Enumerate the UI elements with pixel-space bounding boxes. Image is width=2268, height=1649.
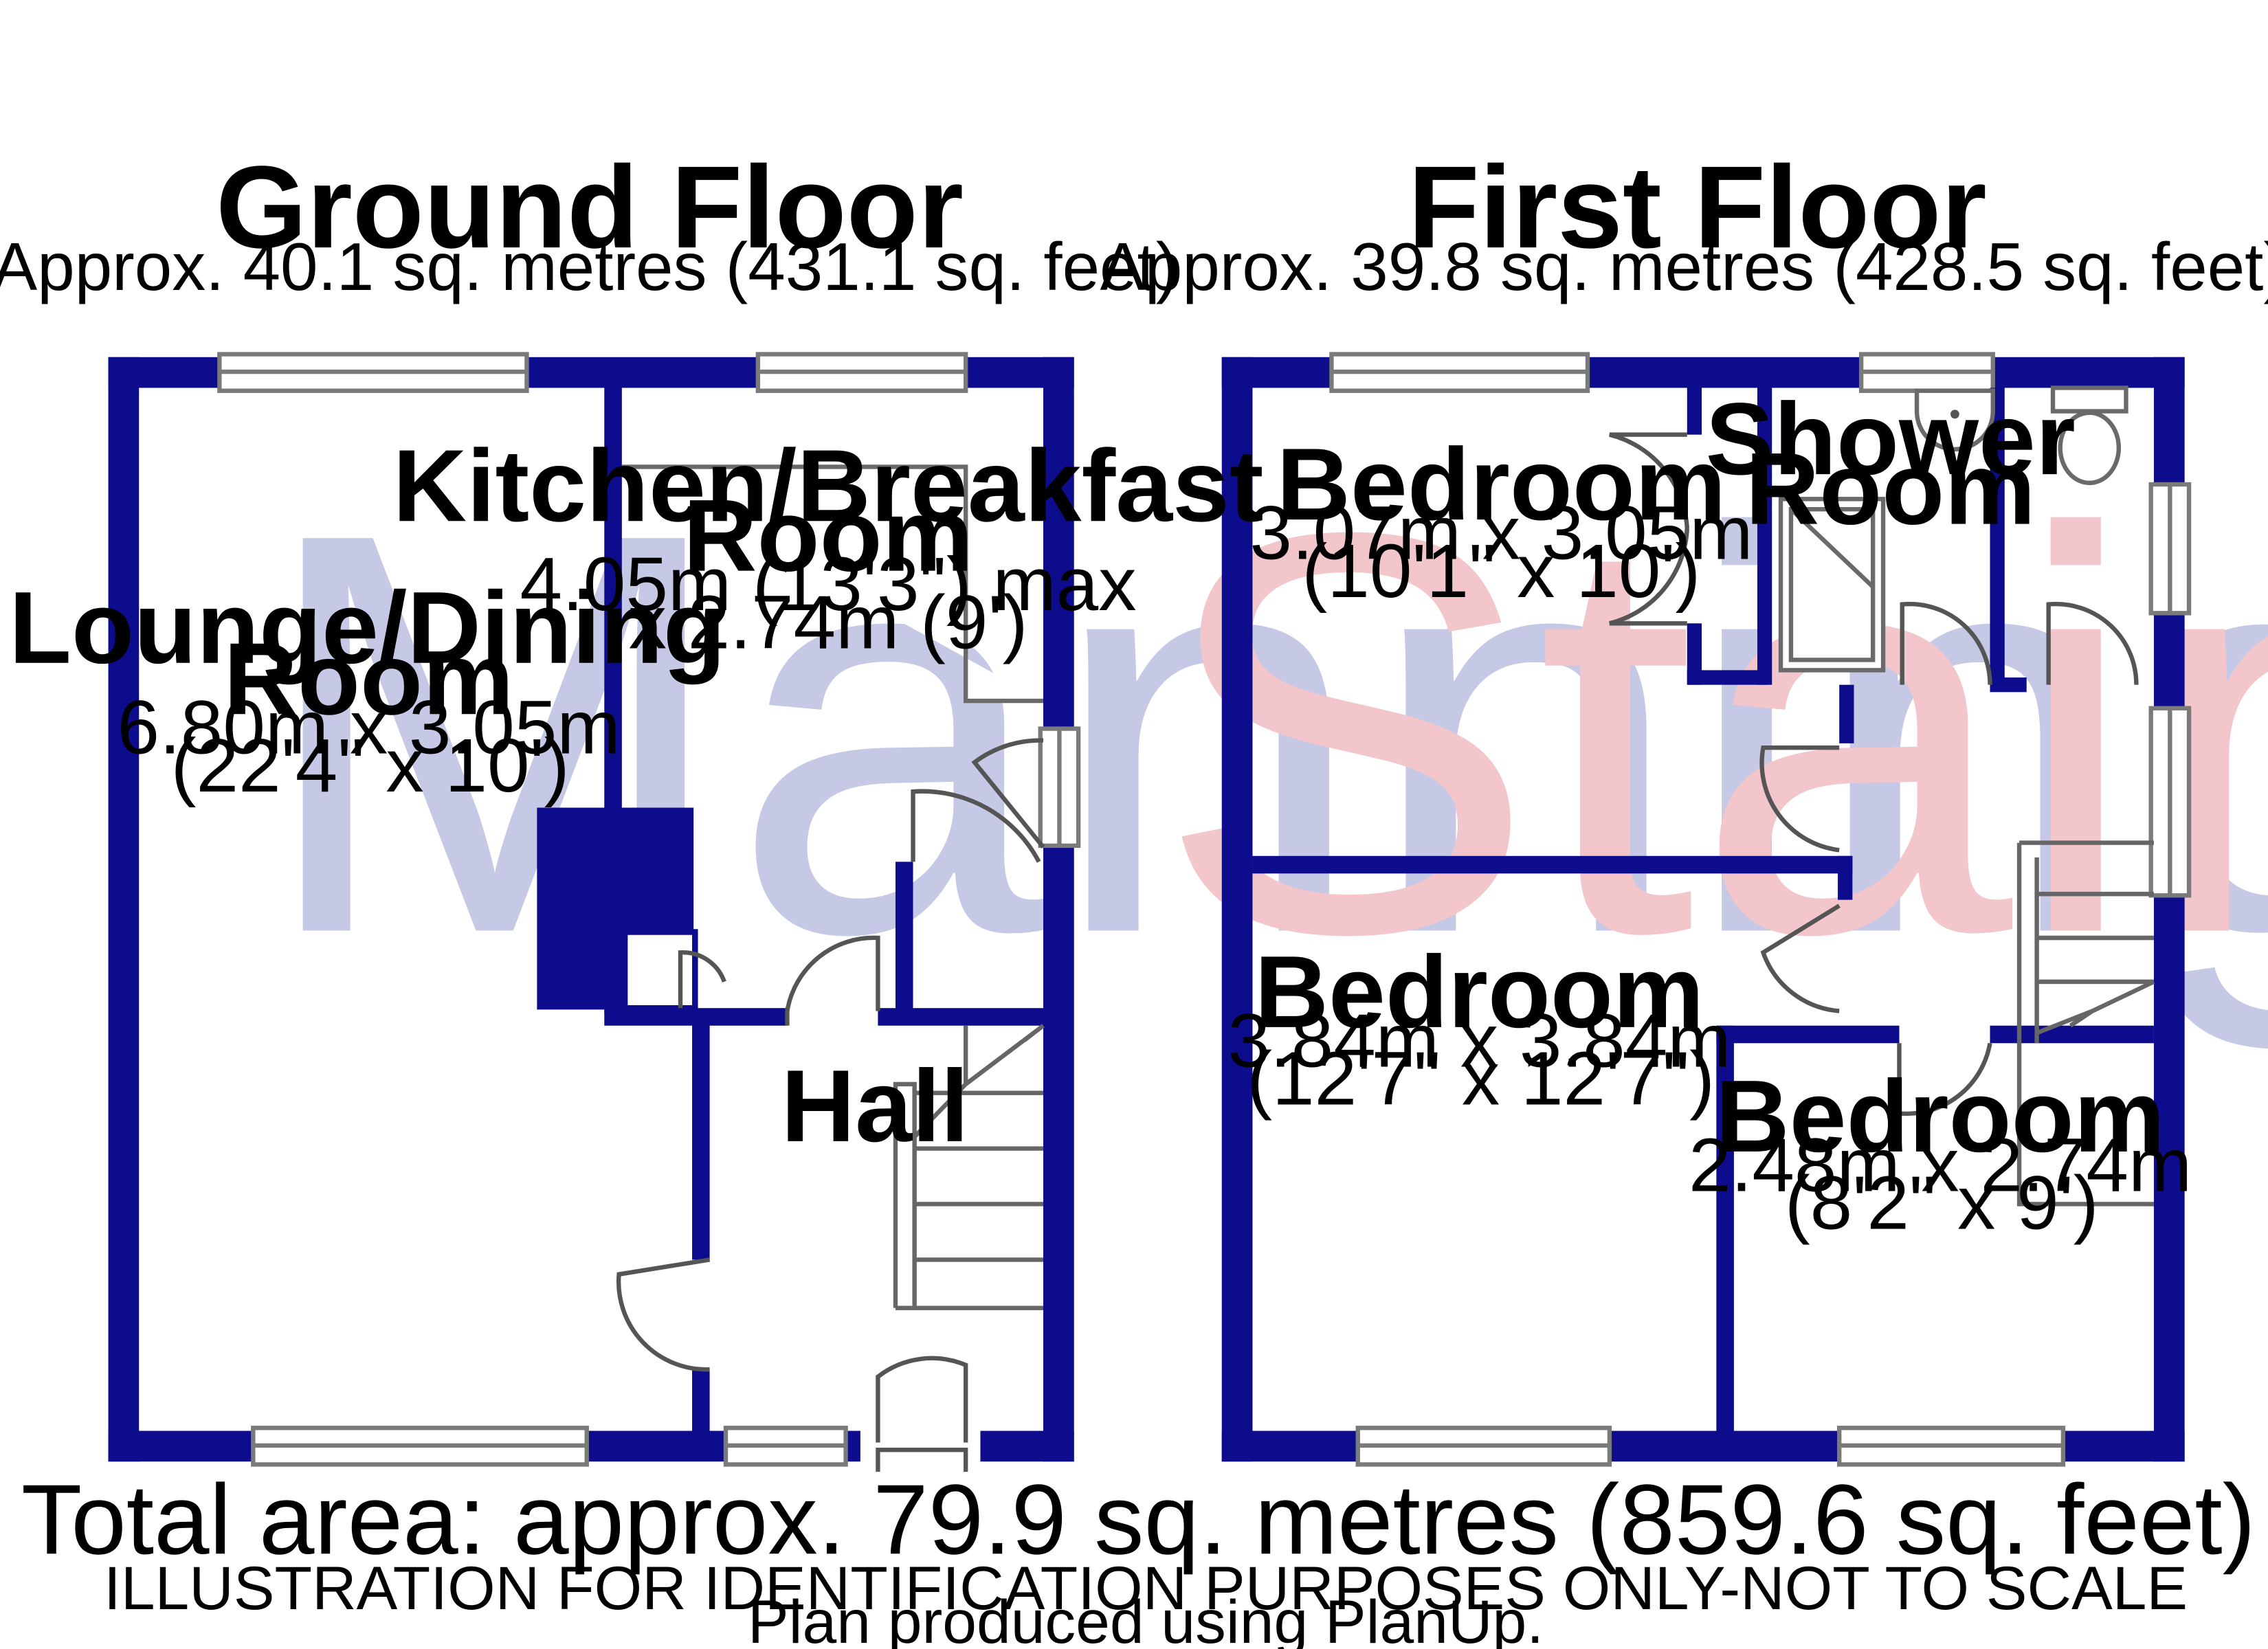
staircase [893, 1024, 1045, 1310]
wall [1990, 677, 2027, 693]
kitchen-dimensions-line-1: 4.05m (13'3") max [520, 542, 1136, 627]
first-floor-title: First Floor [1408, 142, 1987, 273]
lounge-name-line-2: Room [223, 621, 513, 736]
lounge-door [616, 1257, 711, 1372]
kitchen-name-line-1: Kitchen/Breakfast [392, 428, 1263, 543]
staircase [2016, 840, 2155, 1207]
wall [1839, 684, 1854, 743]
watermark-part-2: Stainton [1156, 414, 2268, 1051]
bedroom-3-dimensions-metric: 2.48m x 2.74m [1689, 1123, 2192, 1207]
hall-name: Hall [781, 1048, 969, 1163]
wc-door [2046, 601, 2139, 685]
cupboard [621, 929, 698, 1011]
toilet-bowl [2058, 410, 2122, 486]
tap-icon [1950, 410, 1959, 419]
wall [692, 1369, 710, 1435]
first-floor-plan [1221, 352, 2192, 1467]
wall [1990, 388, 2005, 685]
ground-floor-plan [108, 352, 1081, 1472]
bedroom-2-dimensions-metric: 3.84m x 3.84m [1227, 998, 1731, 1083]
wall [1757, 388, 1772, 685]
bedroom-2-name: Bedroom [1254, 934, 1704, 1049]
wall [1838, 855, 1853, 900]
bedroom-3-dimensions-imperial: (8'2" x 9') [1785, 1161, 2099, 1246]
bedroom-1-dimensions-metric: 3.07m x 3.05m [1249, 491, 1753, 576]
kitchen-dimensions-line-2: x 2.74m (9') [629, 580, 1028, 664]
produced-by: Plan produced using PlanUp. [748, 1587, 1544, 1649]
lounge-name-line-1: Lounge/Dining [9, 570, 726, 685]
wall [692, 1018, 710, 1260]
shower-room-name-line-2: Room [1746, 431, 2036, 546]
bedroom-3-door [1897, 1042, 1992, 1117]
ground-floor-title: Ground Floor [216, 142, 964, 273]
wall [895, 862, 913, 1023]
wall [108, 357, 140, 1462]
bedroom-2-dimensions-imperial: (12'7" x 12'7") [1247, 1037, 1715, 1121]
shower-room-name-line-1: Shower [1706, 381, 2076, 496]
wardrobe-doors [1609, 432, 1689, 626]
wash-basin [1914, 388, 1995, 452]
disclaimer: ILLUSTRATION FOR IDENTIFICATION PURPOSES… [104, 1553, 2188, 1622]
bedroom-3-name: Bedroom [1715, 1059, 2165, 1174]
wall [1221, 357, 1253, 1462]
bedroom-1-name: Bedroom [1276, 427, 1726, 541]
wall [1990, 1025, 2154, 1044]
wall [1716, 1025, 1900, 1044]
bedroom-2-door [1760, 904, 1841, 1013]
lounge-dimensions-metric: 6.80m x 3.05m [117, 686, 620, 770]
ground-floor-area: Approx. 40.1 sq. metres (431.1 sq. feet) [0, 229, 1178, 304]
wall [1043, 357, 1074, 1462]
wall [1716, 1025, 1734, 1435]
kitchen-name-line-2: Room [683, 478, 973, 593]
front-door [876, 1356, 968, 1443]
wall [1252, 855, 1853, 874]
lounge-dimensions-imperial: (22'4" x 10') [171, 723, 570, 808]
hall-kitchen-door [785, 935, 880, 1026]
cupboard-door [678, 950, 726, 1009]
shower-room-door [1900, 601, 1992, 685]
worktop [621, 464, 1043, 704]
wall [1687, 670, 1768, 685]
bedroom-1-dimensions-imperial: (10'1" x 10') [1302, 529, 1700, 614]
wall [1687, 388, 1702, 435]
kitchen-door [911, 789, 1041, 863]
wall [1043, 862, 1058, 877]
bedroom-1-door [1759, 745, 1840, 853]
wall [1687, 623, 1702, 685]
total-area: Total area: approx. 79.9 sq. metres (859… [21, 1463, 2256, 1575]
side-door [971, 738, 1045, 849]
first-floor-area: Approx. 39.8 sq. metres (428.5 sq. feet) [1100, 229, 2268, 304]
